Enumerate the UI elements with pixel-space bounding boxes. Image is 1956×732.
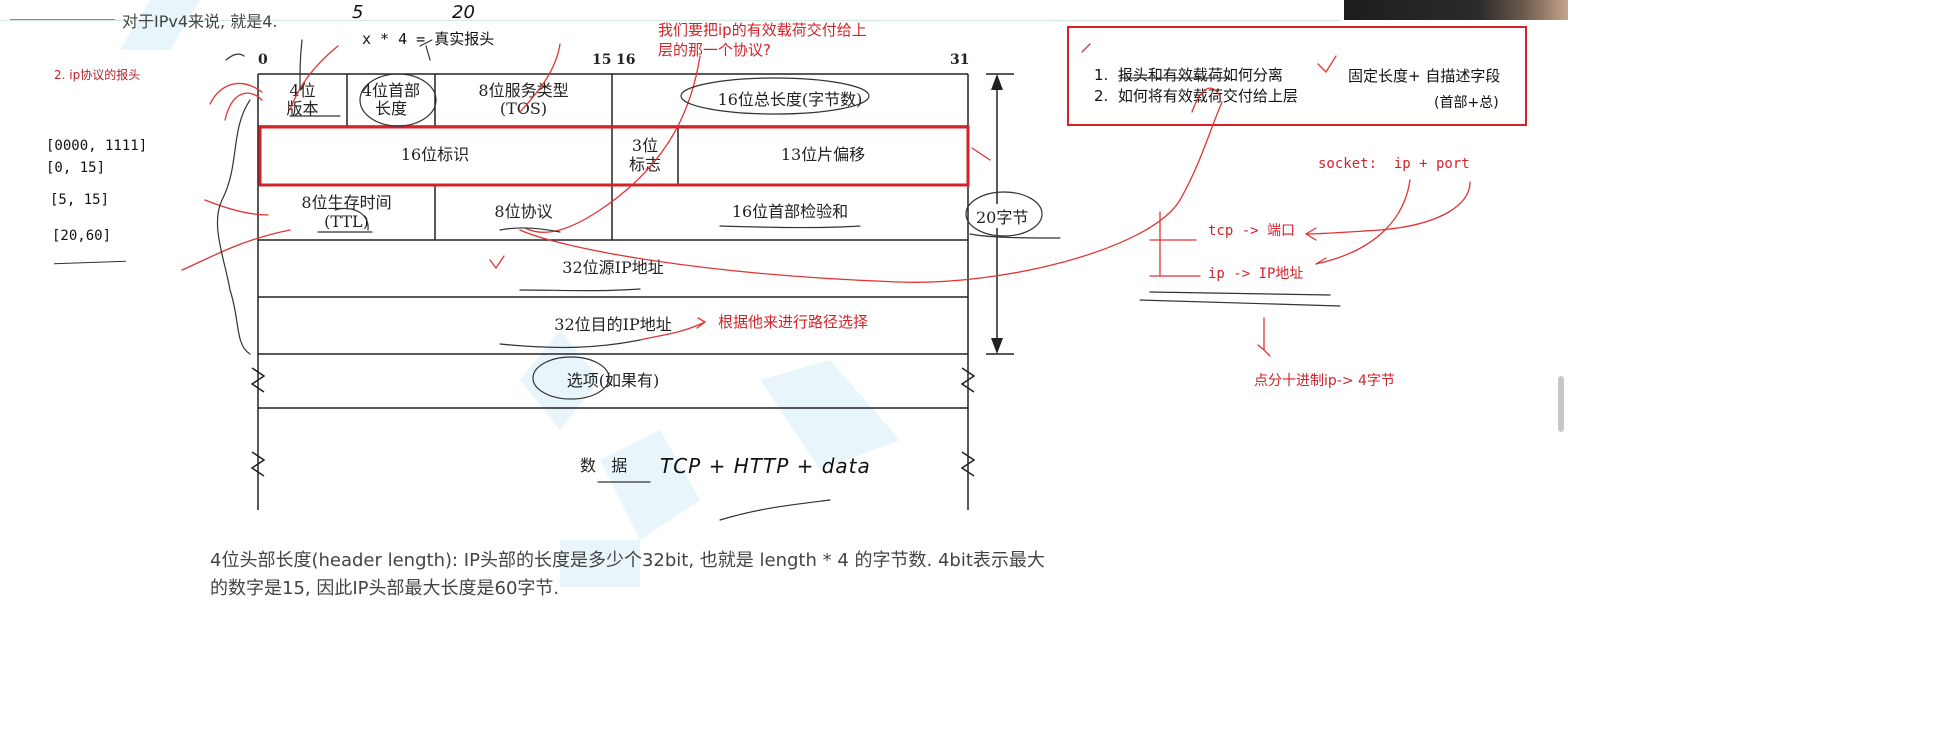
- section-title: 2. ip协议的报头: [54, 68, 141, 82]
- field-tos: 8位服务类型 (TOS): [478, 80, 569, 118]
- bottom-line-2: 的数字是15, 因此IP头部最大长度是60字节.: [210, 578, 560, 599]
- fixed-length-note: 固定长度+ 自描述字段: [1348, 67, 1501, 85]
- fixed-length-sub: (首部+总): [1434, 95, 1499, 111]
- routing-annotation: 根据他来进行路径选择: [718, 313, 869, 331]
- bit-label-31: 31: [950, 52, 970, 68]
- hand-number-20: 20: [452, 2, 475, 23]
- range-3: [20,60]: [52, 228, 112, 244]
- range-1: [0, 15]: [46, 160, 106, 176]
- bit-label-0: 0: [258, 52, 268, 68]
- field-version: 4位 版本: [286, 80, 319, 118]
- top-left-line: [10, 19, 115, 20]
- field-ttl: 8位生存时间 (TTL): [301, 193, 392, 231]
- bytes-label: 20字节: [974, 204, 1031, 228]
- scrollbar-thumb[interactable]: [1558, 376, 1564, 432]
- formula: x * 4 = 真实报头: [362, 30, 495, 48]
- bit-label-16: 16: [616, 52, 636, 68]
- field-identification: 16位标识: [400, 145, 470, 165]
- range-2: [5, 15]: [50, 192, 110, 208]
- ip-note: ip -> IP地址: [1208, 266, 1304, 282]
- summary-box: [1067, 26, 1527, 126]
- field-header-length: 4位首部 长度: [361, 80, 421, 118]
- bottom-line-1: 4位头部长度(header length): IP头部的长度是多少个32bit,…: [210, 550, 1045, 571]
- summary-item-2: 2. 如何将有效载荷交付给上层: [1094, 87, 1298, 105]
- range-0: [0000, 1111]: [46, 138, 148, 154]
- bit-label-15: 15: [592, 52, 612, 68]
- field-data: 数 据: [580, 456, 628, 475]
- video-thumbnail: [1344, 0, 1568, 20]
- field-fragment-offset: 13位片偏移: [780, 145, 866, 165]
- socket-note: socket: ip + port: [1318, 156, 1470, 172]
- field-source-ip: 32位源IP地址: [562, 258, 664, 278]
- field-checksum: 16位首部检验和: [731, 202, 849, 222]
- field-flags: 3位 标志: [628, 136, 661, 174]
- handwriting-data: TCP + HTTP + data: [660, 454, 871, 478]
- summary-item-1: 1. 报头和有效载荷如何分离: [1094, 66, 1283, 84]
- tcp-note: tcp -> 端口: [1208, 223, 1296, 239]
- hand-number-5: 5: [352, 2, 364, 23]
- field-options: 选项(如果有): [566, 370, 660, 390]
- intro-text: 对于IPv4来说, 就是4.: [122, 12, 278, 31]
- dotted-decimal-note: 点分十进制ip-> 4字节: [1254, 373, 1395, 389]
- question-annotation: 我们要把ip的有效载荷交付给上 层的那一个协议?: [658, 21, 867, 60]
- top-divider: [0, 20, 1340, 21]
- field-total-length: 16位总长度(字节数): [717, 89, 863, 109]
- field-protocol: 8位协议: [494, 202, 553, 222]
